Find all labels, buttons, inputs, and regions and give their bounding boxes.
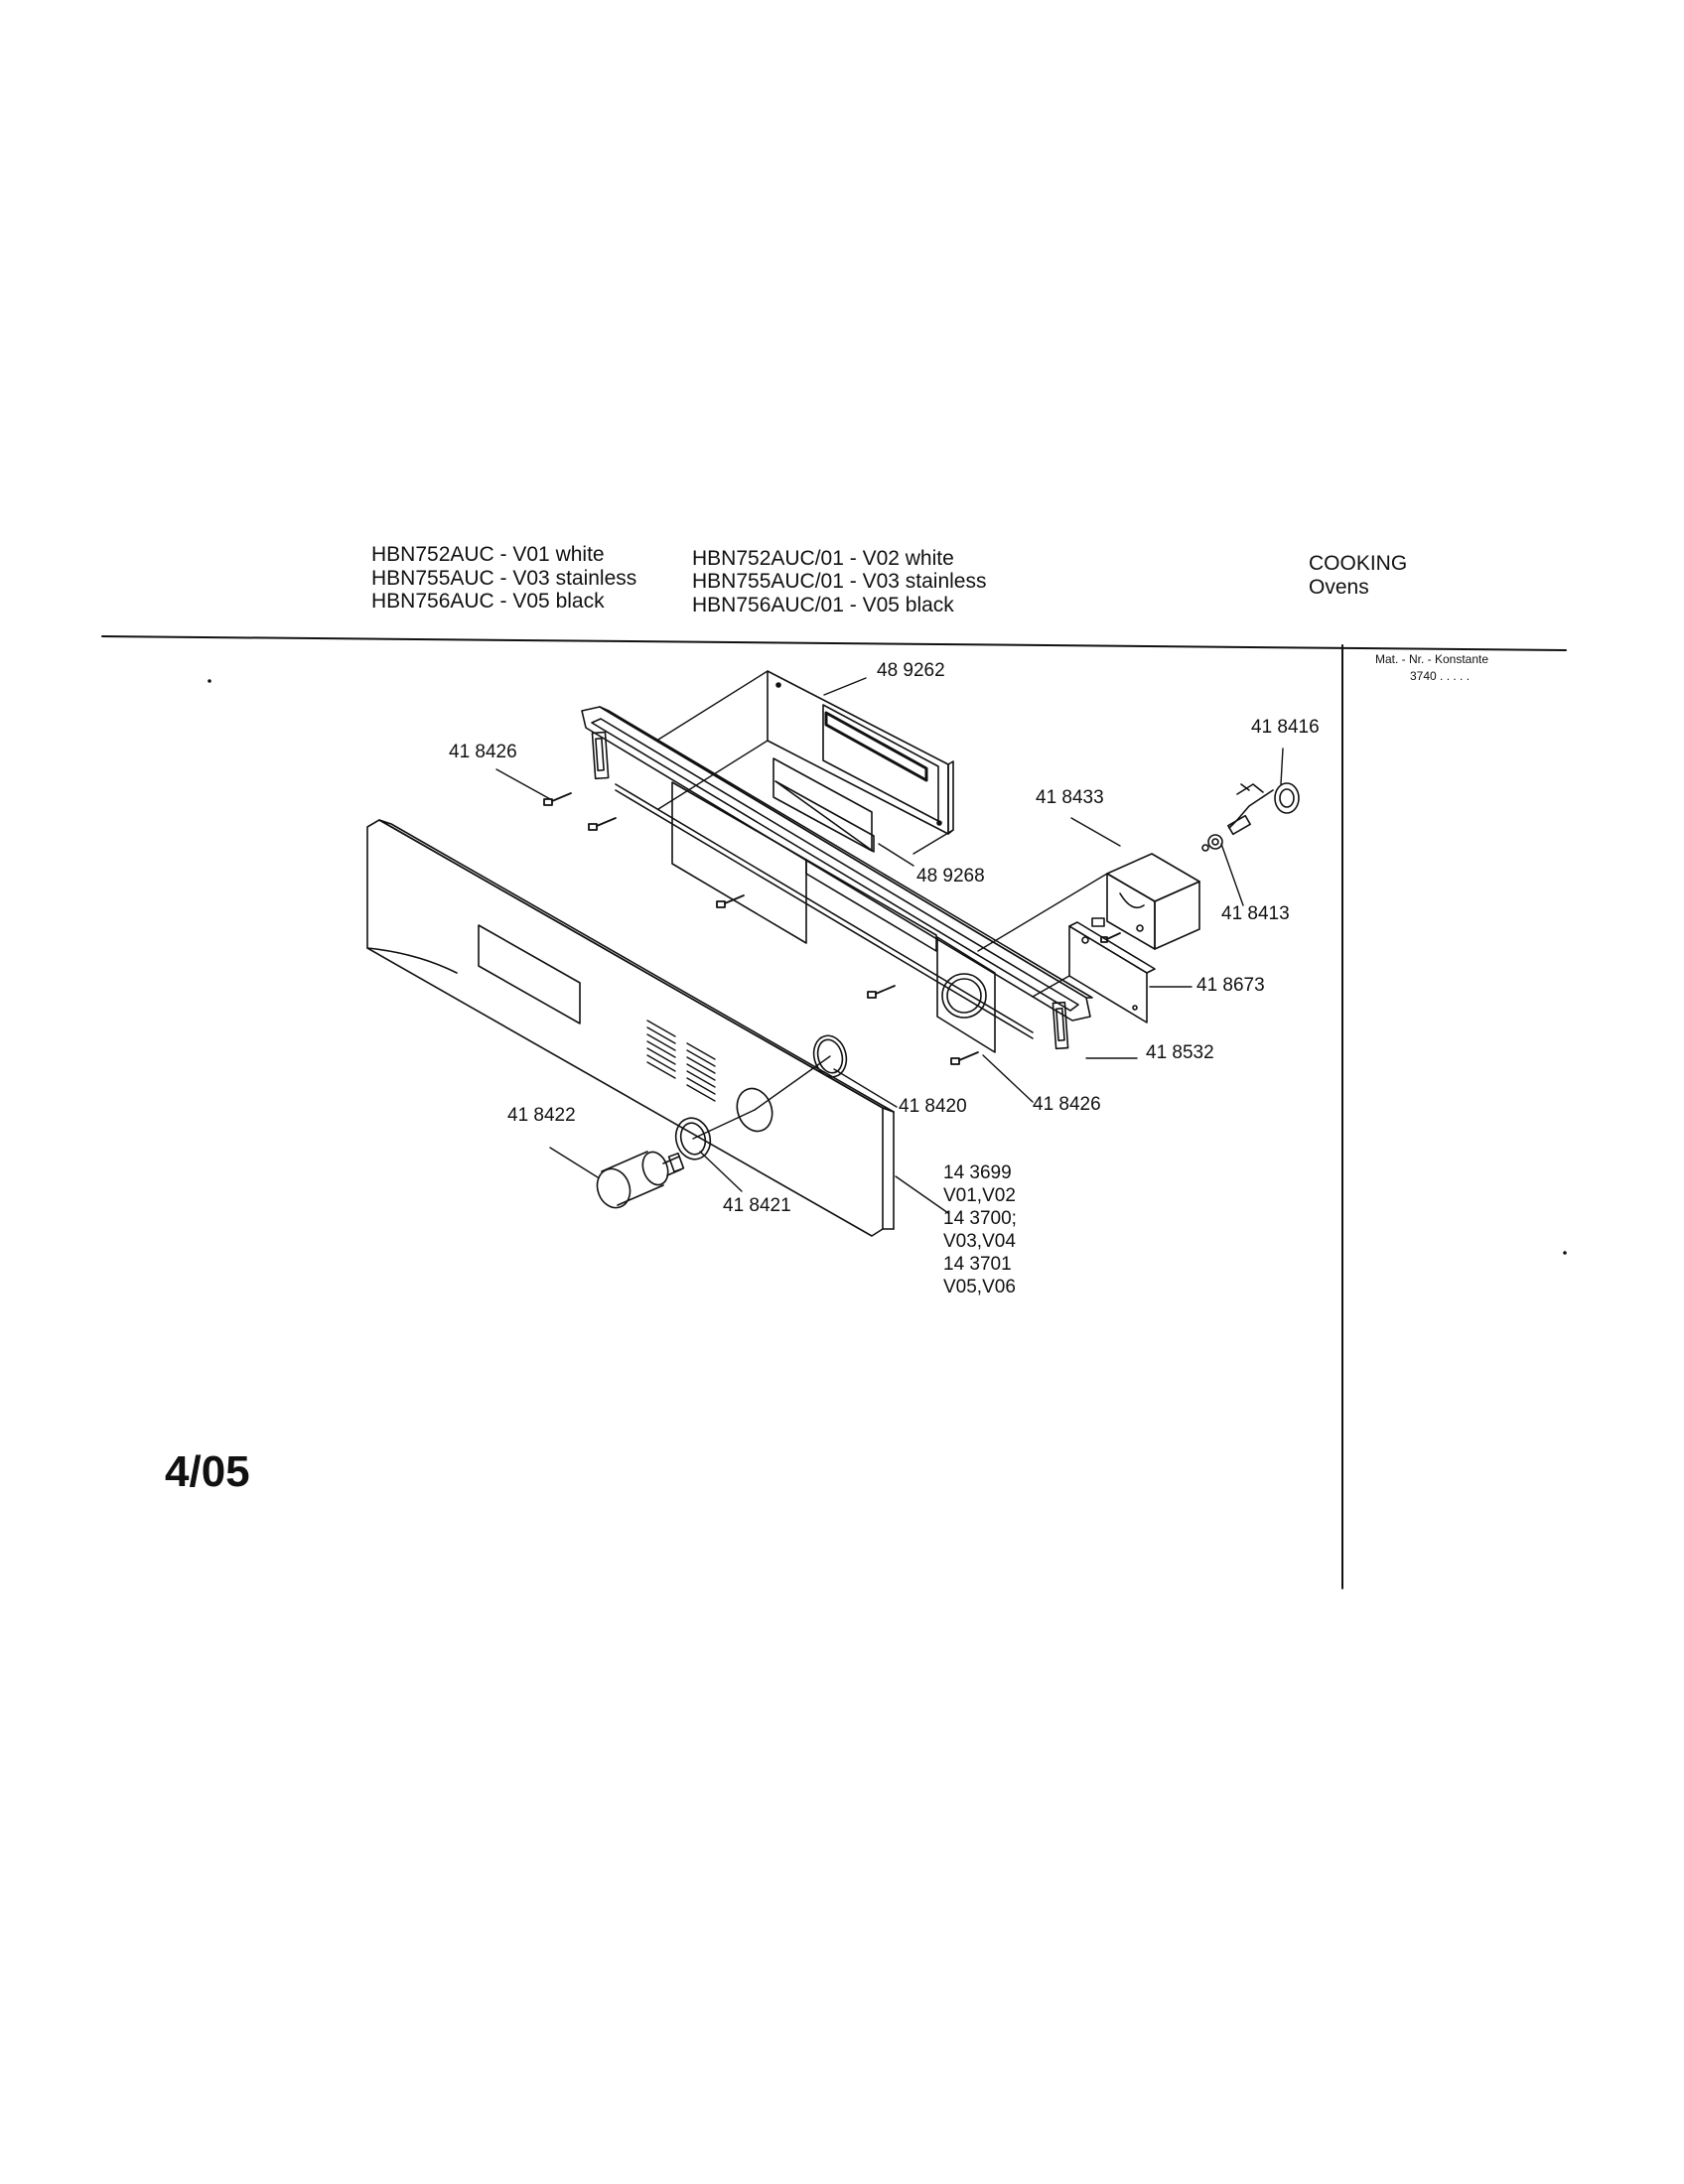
panel-variant-line-4: V03,V04	[943, 1231, 1016, 1252]
switch-bracket	[1106, 853, 1200, 950]
frame-strip	[581, 706, 1093, 1053]
part-label-41-8413: 41 8413	[1221, 903, 1290, 924]
material-number-label: Mat. - Nr. - Konstante	[1375, 652, 1489, 666]
category-subtitle: Ovens	[1309, 576, 1369, 599]
knob-ring	[674, 1117, 712, 1160]
material-number-value: 3740 . . . . .	[1410, 669, 1471, 683]
control-knob	[596, 1151, 685, 1209]
part-label-41-8421: 41 8421	[723, 1195, 791, 1216]
panel-variant-line-3: 14 3700;	[943, 1208, 1017, 1229]
part-label-41-8426-top: 41 8426	[449, 742, 517, 762]
panel-variant-line-1: 14 3699	[943, 1162, 1012, 1183]
display-window	[772, 757, 875, 853]
leader-lines	[495, 670, 1284, 1214]
part-label-41-8433: 41 8433	[1036, 787, 1104, 808]
part-label-41-8416: 41 8416	[1251, 717, 1320, 738]
panel-variant-line-5: 14 3701	[943, 1254, 1012, 1275]
model-list-1-line-1: HBN752AUC - V01 white	[371, 543, 605, 566]
model-list-2-line-1: HBN752AUC/01 - V02 white	[692, 547, 954, 570]
part-label-41-8426-bottom: 41 8426	[1033, 1094, 1101, 1115]
part-label-41-8422: 41 8422	[507, 1105, 576, 1126]
control-panel-fascia	[366, 819, 895, 1237]
mounting-plate	[1068, 917, 1156, 1024]
part-label-41-8420: 41 8420	[899, 1096, 967, 1117]
model-list-2-line-2: HBN755AUC/01 - V03 stainless	[692, 570, 987, 593]
model-list-2-line-3: HBN756AUC/01 - V05 black	[692, 594, 954, 616]
model-list-1-line-2: HBN755AUC - V03 stainless	[371, 567, 637, 590]
panel-variant-line-6: V05,V06	[943, 1277, 1016, 1297]
bezel-ring	[812, 1034, 848, 1078]
page-number: 4/05	[165, 1447, 250, 1496]
model-list-1-line-3: HBN756AUC - V05 black	[371, 590, 605, 613]
frame-rules	[101, 635, 1567, 1589]
category-title: COOKING	[1309, 552, 1408, 575]
part-label-41-8532: 41 8532	[1146, 1042, 1214, 1063]
panel-variant-line-2: V01,V02	[943, 1185, 1016, 1206]
part-label-41-8673: 41 8673	[1196, 975, 1265, 996]
screws	[543, 792, 1121, 1065]
part-label-48-9262: 48 9262	[877, 660, 945, 681]
part-label-48-9268: 48 9268	[916, 866, 985, 887]
rotary-switch	[1201, 782, 1300, 852]
